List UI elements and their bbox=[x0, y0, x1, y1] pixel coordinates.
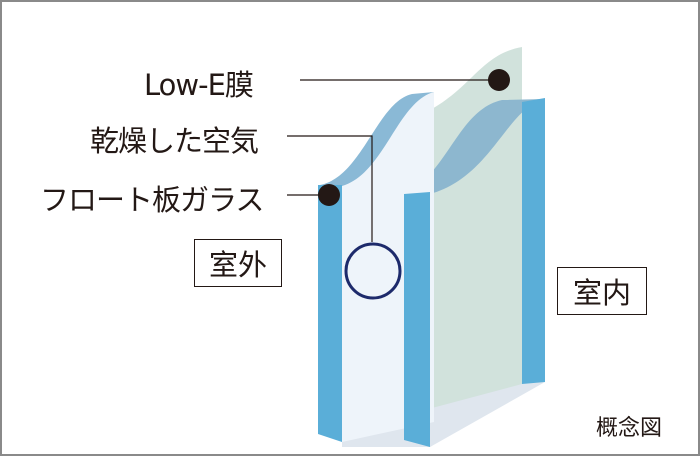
float-glass-label: フロート板ガラス bbox=[40, 183, 264, 217]
dry-air-leader-line bbox=[287, 135, 373, 242]
low-e-label: Low-E膜 bbox=[144, 68, 254, 102]
float-glass-marker-dot bbox=[318, 184, 340, 206]
outdoor-label: 室外 bbox=[194, 239, 282, 287]
inner-pane-left-edge bbox=[404, 192, 430, 447]
concept-diagram-note: 概念図 bbox=[596, 416, 663, 441]
dry-air-marker-circle bbox=[344, 242, 402, 300]
inner-pane-top-edge bbox=[404, 99, 545, 194]
outer-pane-top-edge bbox=[320, 92, 434, 186]
outer-pane-left-edge bbox=[318, 185, 342, 442]
indoor-label: 室内 bbox=[557, 267, 647, 315]
dry-air-label: 乾燥した空気 bbox=[90, 124, 259, 158]
low-e-marker-dot bbox=[488, 69, 510, 91]
inner-pane-right-edge bbox=[522, 98, 545, 387]
